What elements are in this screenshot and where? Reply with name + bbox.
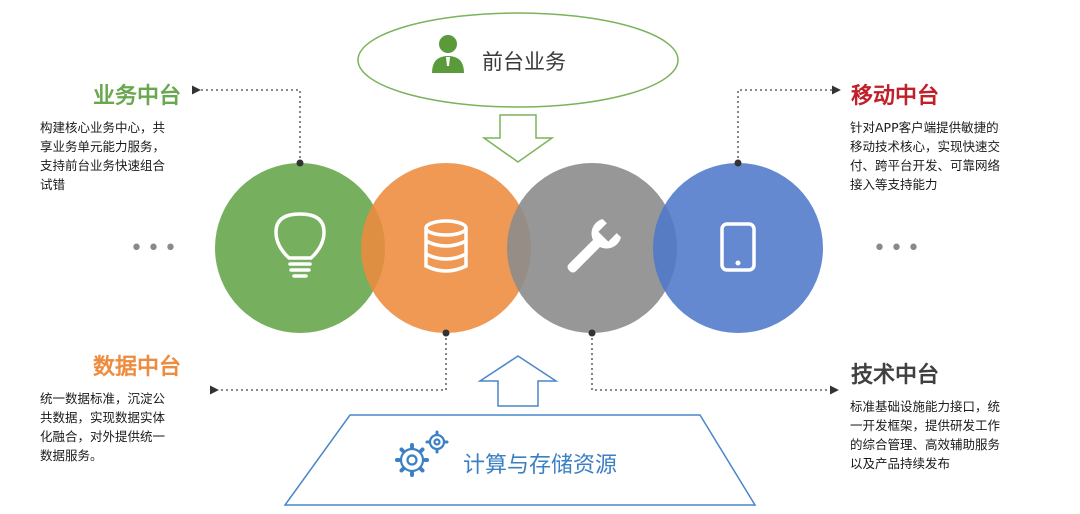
desc-line: 针对APP客户端提供敏捷的	[850, 120, 999, 135]
mobile-platform-title: 移动中台	[851, 84, 940, 109]
desc-line: 构建核心业务中心，共	[40, 120, 166, 135]
desc-line: 接入等支持能力	[850, 177, 938, 192]
lightbulb-icon	[274, 212, 326, 278]
desc-line: 数据服务。	[40, 448, 103, 463]
gears-icon	[395, 430, 449, 477]
desc-line: 支持前台业务快速组合	[40, 158, 166, 173]
connector-dot-business	[296, 159, 304, 167]
tablet-icon	[720, 222, 756, 272]
tech-platform-title: 技术中台	[851, 363, 940, 388]
desc-line: 以及产品持续发布	[850, 456, 951, 471]
desc-line: 享业务单元能力服务，	[40, 139, 166, 154]
database-icon	[424, 219, 468, 273]
mobile-platform-desc: 针对APP客户端提供敏捷的 移动技术核心，实现快速交 付、跨平台开发、可靠网络 …	[850, 118, 1070, 194]
connector-tech	[591, 333, 839, 395]
compute-storage-label: 计算与存储资源	[463, 453, 618, 478]
business-circle	[215, 163, 385, 333]
connector-dot-mobile	[734, 159, 742, 167]
data-platform-desc: 统一数据标准，沉淀公 共数据，实现数据实体 化融合，对外提供统一 数据服务。	[40, 389, 220, 465]
connector-dot-data	[442, 329, 450, 337]
connector-mobile	[737, 85, 841, 163]
desc-line: 付、跨平台开发、可靠网络	[850, 158, 1001, 173]
desc-line: 试错	[40, 177, 66, 192]
connector-dot-tech	[588, 329, 596, 337]
wrench-icon	[567, 219, 621, 273]
left-ellipsis: •••	[130, 236, 181, 261]
tech-platform-desc: 标准基础设施能力接口，统 一开发框架，提供研发工作 的综合管理、高效辅助服务 以…	[850, 397, 1070, 473]
desc-line: 化融合，对外提供统一	[40, 429, 166, 444]
data-platform-title: 数据中台	[93, 355, 182, 380]
user-icon	[432, 35, 464, 73]
desc-line: 的综合管理、高效辅助服务	[850, 437, 1001, 452]
desc-line: 统一数据标准，沉淀公	[40, 391, 166, 406]
desc-line: 移动技术核心，实现快速交	[850, 139, 1001, 154]
mobile-circle	[653, 163, 823, 333]
down-arrow	[481, 114, 555, 163]
right-ellipsis: •••	[873, 236, 924, 261]
desc-line: 一开发框架，提供研发工作	[850, 418, 1001, 433]
connector-data	[209, 333, 447, 395]
business-platform-title: 业务中台	[93, 84, 182, 109]
up-arrow	[477, 355, 559, 407]
desc-line: 标准基础设施能力接口，统	[850, 399, 1001, 414]
frontend-pill	[357, 12, 679, 108]
desc-line: 共数据，实现数据实体	[40, 410, 166, 425]
business-platform-desc: 构建核心业务中心，共 享业务单元能力服务， 支持前台业务快速组合 试错	[40, 118, 220, 194]
data-circle	[361, 163, 531, 333]
frontend-business-label: 前台业务	[482, 50, 566, 74]
resource-base	[283, 414, 757, 506]
